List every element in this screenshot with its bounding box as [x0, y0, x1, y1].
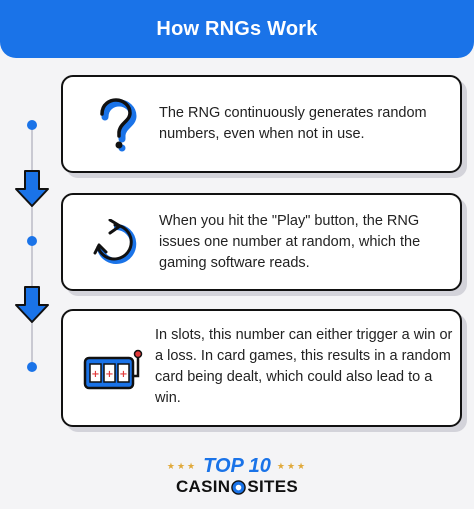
- page-title: How RNGs Work: [156, 17, 318, 40]
- header-banner: How RNGs Work: [0, 0, 474, 58]
- poker-chip-icon: [231, 479, 247, 495]
- timeline-dot-2: [27, 236, 37, 246]
- logo-casino-text: CASIN: [175, 477, 231, 496]
- star-icon: ★★★: [276, 460, 308, 471]
- slot-machine-icon: + + +: [81, 343, 143, 397]
- timeline-dot-3: [27, 362, 37, 372]
- svg-text:+: +: [105, 369, 113, 380]
- step-text-2: When you hit the "Play" button, the RNG …: [159, 213, 421, 271]
- step-text-3: In slots, this number can either trigger…: [155, 327, 453, 406]
- refresh-icon: [87, 216, 141, 270]
- svg-text:+: +: [119, 369, 127, 380]
- logo-sites-text: SITES: [247, 477, 299, 496]
- arrow-down-icon: [15, 170, 49, 207]
- svg-text:+: +: [91, 369, 99, 380]
- step-text-1: The RNG continuously generates random nu…: [159, 105, 427, 142]
- timeline-line: [31, 124, 33, 368]
- arrow-down-icon: [15, 286, 49, 323]
- step-card-2: When you hit the "Play" button, the RNG …: [61, 193, 462, 291]
- step-card-3: + + + In slots, this number can either t…: [61, 309, 462, 427]
- star-icon: ★★★: [166, 460, 198, 471]
- step-card-1: The RNG continuously generates random nu…: [61, 75, 462, 173]
- question-mark-icon: [87, 97, 141, 152]
- logo-top10-text: TOP 10: [203, 455, 271, 477]
- timeline-dot-1: [27, 120, 37, 130]
- top10-casinosites-logo: ★★★ TOP 10 ★★★ CASIN SITES: [0, 456, 474, 498]
